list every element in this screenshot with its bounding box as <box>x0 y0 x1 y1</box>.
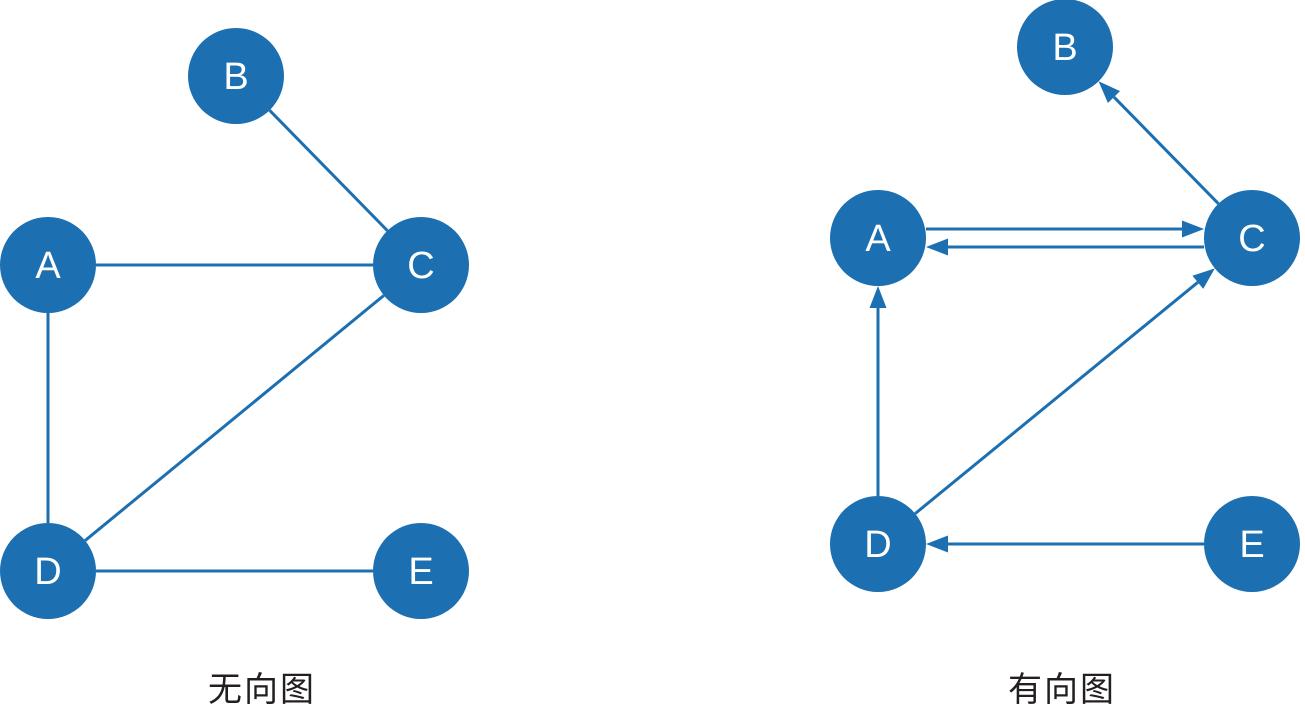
edge-B-C <box>268 109 389 232</box>
node-label: E <box>1239 524 1264 566</box>
directed-edge-C-to-B <box>1098 81 1220 205</box>
edge-line <box>1112 95 1220 205</box>
node-label: B <box>223 56 248 98</box>
node-label: C <box>1238 218 1265 260</box>
node-label: A <box>35 245 61 287</box>
nodes-layer: A B C D E A B C D E <box>0 0 1300 619</box>
directed-edge-C-to-A <box>926 238 1204 256</box>
arrowhead-icon <box>1098 81 1121 103</box>
panel-caption-directed: 有向图 <box>1008 670 1116 710</box>
graph-node-directed-D[interactable]: D <box>830 496 926 592</box>
graph-node-undirected-C[interactable]: C <box>373 217 469 313</box>
node-label: D <box>34 551 61 593</box>
node-label: D <box>864 524 891 566</box>
arrowhead-icon <box>869 286 887 308</box>
graph-node-directed-A[interactable]: A <box>830 190 926 286</box>
directed-edge-D-to-C <box>914 268 1215 515</box>
node-label: C <box>407 245 434 287</box>
graph-node-undirected-E[interactable]: E <box>373 523 469 619</box>
edge-line <box>268 109 389 232</box>
edge-D-C <box>84 294 385 542</box>
graph-node-directed-B[interactable]: B <box>1017 0 1113 95</box>
graph-node-directed-C[interactable]: C <box>1204 190 1300 286</box>
arrowhead-icon <box>926 238 948 256</box>
node-label: B <box>1052 27 1077 69</box>
graph-node-undirected-B[interactable]: B <box>188 28 284 124</box>
edge-line <box>914 281 1199 515</box>
arrowhead-icon <box>926 535 948 553</box>
node-circle[interactable] <box>830 190 926 286</box>
node-circle[interactable] <box>188 28 284 124</box>
graph-node-undirected-D[interactable]: D <box>0 523 96 619</box>
node-circle[interactable] <box>0 523 96 619</box>
node-circle[interactable] <box>1204 190 1300 286</box>
node-label: A <box>865 218 891 260</box>
directed-edge-A-to-C <box>926 220 1204 238</box>
edges-layer <box>46 81 1220 573</box>
edge-line <box>84 294 385 542</box>
graph-node-directed-E[interactable]: E <box>1204 496 1300 592</box>
directed-edge-E-to-D <box>926 535 1204 553</box>
node-circle[interactable] <box>373 217 469 313</box>
node-circle[interactable] <box>830 496 926 592</box>
node-circle[interactable] <box>0 217 96 313</box>
node-circle[interactable] <box>373 523 469 619</box>
graph-node-undirected-A[interactable]: A <box>0 217 96 313</box>
directed-edge-D-to-A <box>869 286 887 496</box>
panel-caption-undirected: 无向图 <box>208 670 316 710</box>
captions-layer: 无向图 有向图 <box>208 670 1116 710</box>
arrowhead-icon <box>1192 268 1215 289</box>
node-circle[interactable] <box>1017 0 1113 95</box>
node-label: E <box>408 551 433 593</box>
node-circle[interactable] <box>1204 496 1300 592</box>
arrowhead-icon <box>1182 220 1204 238</box>
